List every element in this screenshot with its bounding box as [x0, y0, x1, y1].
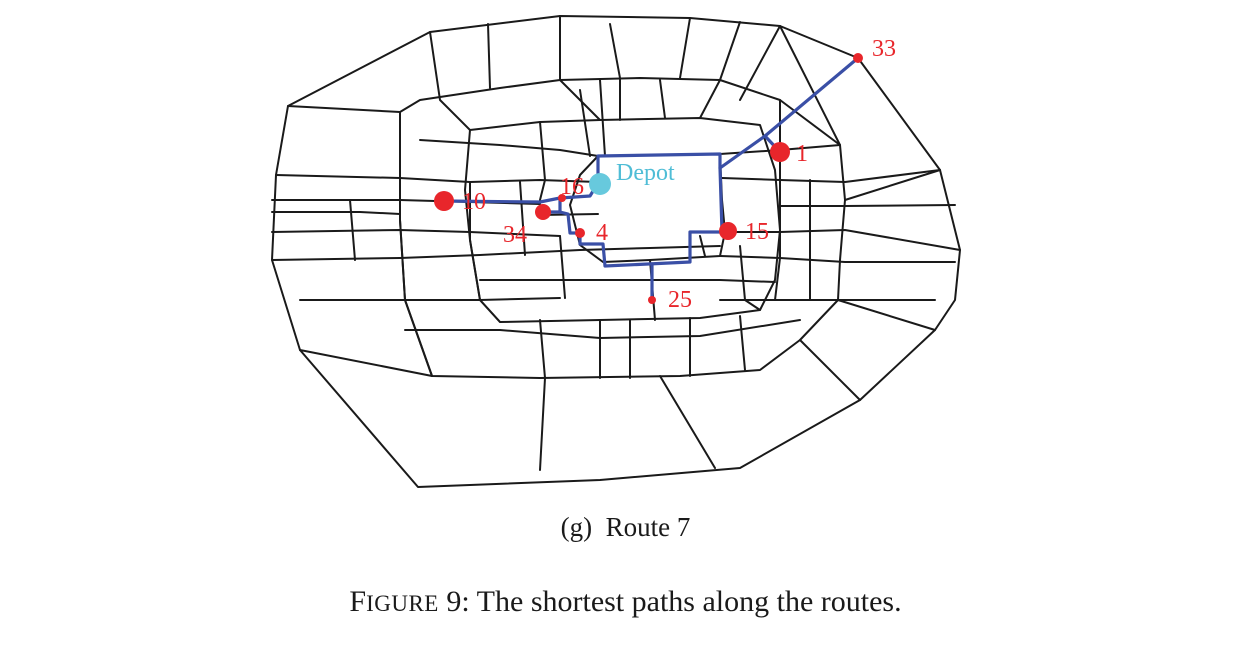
- subfigure-marker: (g): [560, 512, 593, 542]
- road-h8: [299, 297, 561, 301]
- road-h16: [479, 279, 776, 283]
- road-v8: [399, 111, 433, 377]
- road-v4: [609, 23, 621, 121]
- road-v3: [559, 15, 601, 121]
- node-10-label: 10: [462, 189, 486, 215]
- road-h6: [271, 245, 721, 261]
- third-ring-road: [464, 117, 781, 323]
- road-network: [271, 15, 961, 488]
- node-25-label: 25: [668, 287, 692, 313]
- road-v10: [579, 89, 591, 157]
- route-segment-33-to-depot: [596, 56, 860, 185]
- road-v21: [659, 375, 716, 469]
- node-16-marker: [558, 194, 566, 202]
- road-v7: [739, 25, 781, 101]
- road-h5: [724, 229, 961, 251]
- road-v1: [429, 31, 471, 131]
- figure-label-initial: F: [349, 585, 367, 618]
- road-v11: [599, 79, 606, 157]
- road-v15: [349, 199, 356, 261]
- route-segment-15-to-25: [578, 230, 724, 268]
- road-v16: [539, 319, 546, 471]
- road-h13: [271, 211, 401, 215]
- node-33-marker: [853, 53, 863, 63]
- figure-number: 9:: [446, 585, 470, 618]
- depot-label: Depot: [616, 160, 675, 186]
- road-h11: [419, 139, 599, 157]
- node-15-marker: [719, 222, 737, 240]
- road-v27: [779, 25, 841, 146]
- outer-ring-road: [271, 15, 961, 488]
- road-v30: [739, 245, 761, 311]
- road-v22: [799, 339, 861, 401]
- road-v25: [844, 169, 941, 201]
- road-h4: [271, 229, 561, 237]
- depot-marker: [589, 173, 611, 195]
- route-nodes: 33 1 16 10 34 4 15 25 Depot: [434, 36, 896, 313]
- road-v28: [469, 181, 501, 323]
- road-v13: [774, 99, 781, 301]
- figure-caption: FIGURE 9: The shortest paths along the r…: [0, 585, 1251, 619]
- road-v32: [559, 235, 566, 299]
- road-v2: [487, 23, 491, 89]
- subfigure-caption: (g) Route 7: [0, 512, 1251, 543]
- road-v26: [287, 105, 401, 113]
- road-v12: [659, 79, 666, 119]
- node-34-marker: [535, 204, 551, 220]
- node-1-label: 1: [796, 141, 808, 167]
- road-v9: [539, 121, 546, 201]
- road-v24: [837, 299, 936, 331]
- node-16-label: 16: [560, 174, 584, 200]
- node-4-label: 4: [596, 220, 608, 246]
- road-v29: [519, 181, 526, 256]
- road-h2: [721, 169, 941, 183]
- node-25-marker: [648, 296, 656, 304]
- road-v6: [699, 21, 741, 119]
- road-h15: [779, 204, 956, 207]
- figure-caption-text: The shortest paths along the routes.: [476, 585, 902, 618]
- road-v23: [299, 349, 433, 377]
- node-34-label: 34: [503, 222, 527, 248]
- node-33-label: 33: [872, 36, 896, 62]
- road-v33: [699, 235, 706, 257]
- road-h7: [719, 255, 956, 263]
- subfigure-title: Route 7: [605, 512, 691, 542]
- node-1-marker: [770, 142, 790, 162]
- figure-label-smallcaps: IGURE: [366, 591, 439, 616]
- node-10-marker: [434, 191, 454, 211]
- road-h1: [275, 174, 599, 183]
- node-15-label: 15: [745, 219, 769, 245]
- road-network-map: 33 1 16 10 34 4 15 25 Depot: [271, 15, 961, 488]
- road-v20: [739, 315, 746, 371]
- road-v5: [679, 17, 691, 79]
- node-4-marker: [575, 228, 585, 238]
